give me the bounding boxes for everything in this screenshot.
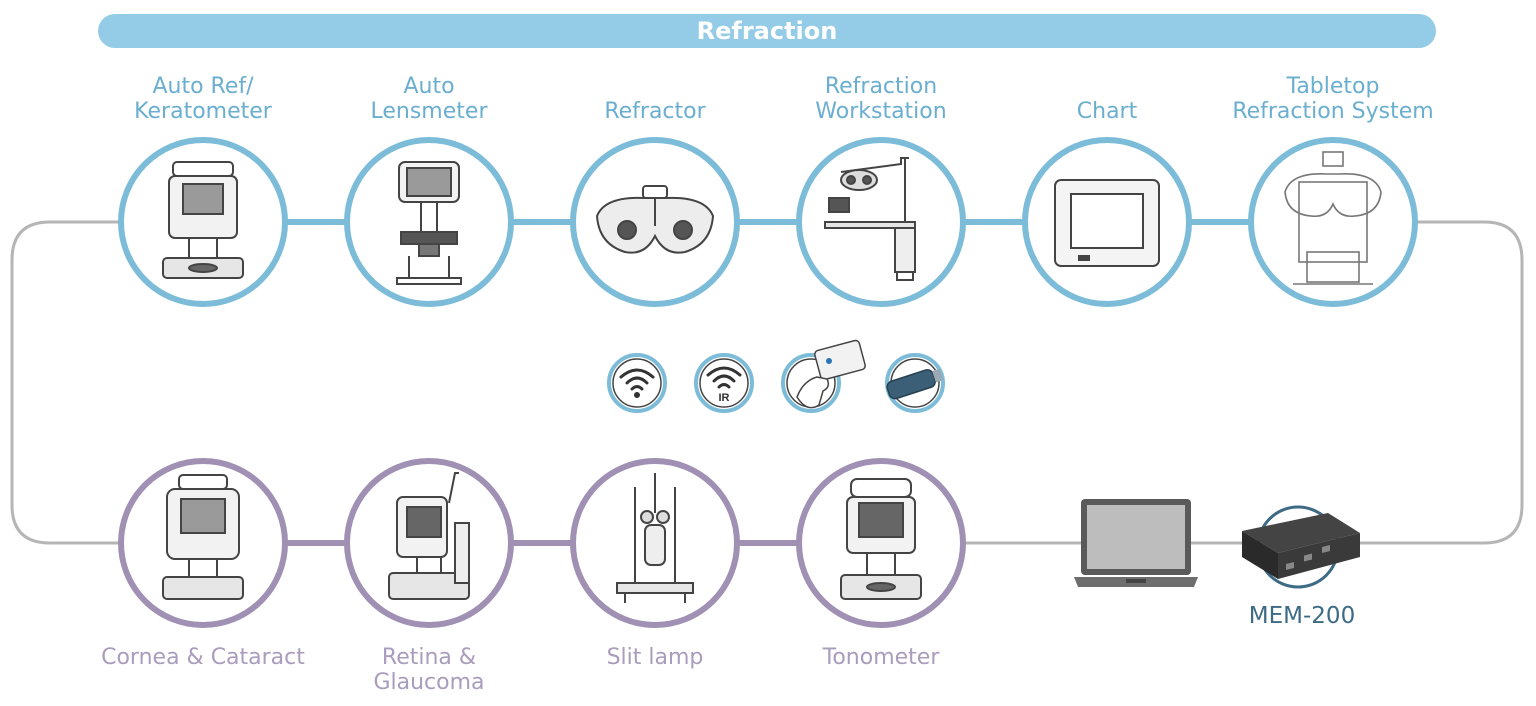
- slit-lamp-icon: [570, 458, 740, 628]
- label-line: Cornea & Cataract: [101, 645, 305, 670]
- tabletop-refraction-system-icon: [1248, 137, 1418, 307]
- chart-icon: [1022, 137, 1192, 307]
- label-line: Auto: [403, 74, 455, 99]
- wifi-icon: [607, 353, 667, 413]
- label-tabletop-refraction-system: Tabletop Refraction System: [1203, 74, 1463, 124]
- label-refraction-workstation: Refraction Workstation: [751, 74, 1011, 124]
- label-line: Auto Ref/: [152, 74, 254, 99]
- ir-icon: IR: [694, 353, 754, 413]
- mem-200-label: MEM-200: [1248, 603, 1356, 629]
- label-line: Keratometer: [134, 99, 272, 124]
- label-refractor: Refractor: [525, 99, 785, 124]
- card-reader-icon: [781, 339, 866, 413]
- label-line: Workstation: [815, 99, 947, 124]
- label-line: Tabletop: [1286, 74, 1380, 99]
- label-line: Retina &: [381, 645, 477, 670]
- label-auto-ref-keratometer: Auto Ref/ Keratometer: [73, 74, 333, 124]
- refractor-icon: [570, 137, 740, 307]
- label-slit-lamp: Slit lamp: [525, 645, 785, 670]
- retina-glaucoma-device-icon: [344, 458, 514, 628]
- label-line: Refraction System: [1232, 99, 1434, 124]
- label-cornea-cataract: Cornea & Cataract: [73, 645, 333, 670]
- label-auto-lensmeter: Auto Lensmeter: [299, 74, 559, 124]
- auto-lensmeter-icon: [344, 137, 514, 307]
- refraction-banner: Refraction: [98, 14, 1436, 48]
- refraction-workstation-icon: [796, 137, 966, 307]
- laptop-icon: [1074, 499, 1198, 587]
- label-retina-glaucoma: Retina & Glaucoma: [299, 645, 559, 695]
- label-line: Tonometer: [822, 645, 940, 670]
- label-line: Refractor: [604, 99, 706, 124]
- auto-ref-keratometer-icon: [118, 137, 288, 307]
- tonometer-icon: [796, 458, 966, 628]
- cornea-cataract-device-icon: [118, 458, 288, 628]
- label-line: Lensmeter: [370, 99, 488, 124]
- label-line: Glaucoma: [373, 670, 485, 695]
- label-line: Refraction: [824, 74, 938, 99]
- ir-text: IR: [719, 392, 730, 404]
- label-tonometer: Tonometer: [751, 645, 1011, 670]
- mem-200-hub-icon: [1242, 505, 1360, 589]
- refraction-banner-title: Refraction: [696, 17, 838, 45]
- usb-stick-icon: [885, 353, 945, 413]
- label-line: Chart: [1076, 99, 1138, 124]
- label-line: Slit lamp: [606, 645, 704, 670]
- label-chart: Chart: [977, 99, 1237, 124]
